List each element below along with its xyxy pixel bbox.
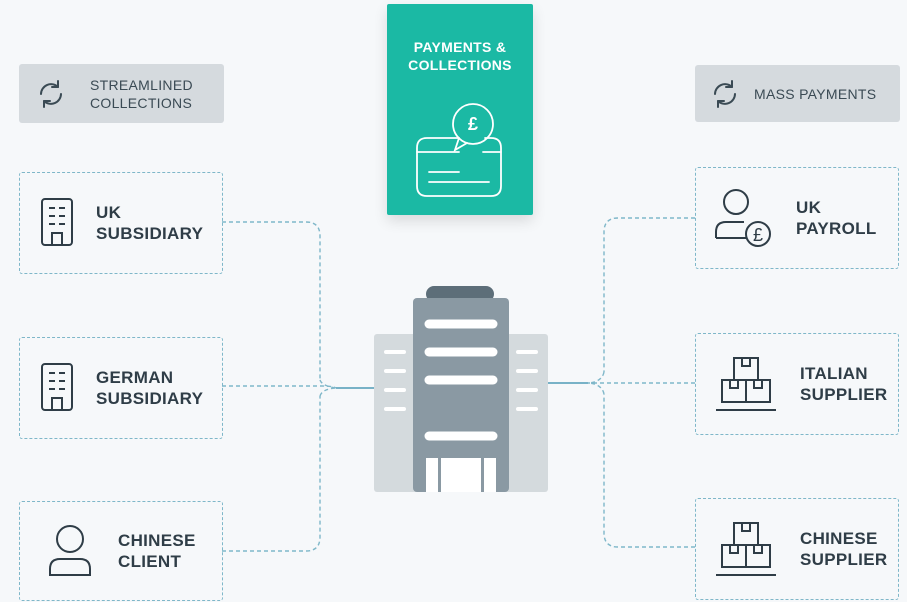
connector-uk-payroll bbox=[603, 217, 695, 372]
person-pound-icon: £ bbox=[715, 189, 771, 247]
person-icon bbox=[49, 525, 91, 576]
streamlined-collections-tag: STREAMLINED COLLECTIONS bbox=[19, 64, 224, 123]
chinese-supplier-card: CHINESE SUPPLIER bbox=[695, 498, 899, 600]
connector-chinese-supplier bbox=[603, 394, 695, 548]
uk-payroll-card: £ UK PAYROLL bbox=[695, 167, 899, 269]
connector-chinese-client bbox=[222, 396, 321, 552]
connector-uk-subsidiary bbox=[222, 221, 321, 380]
svg-text:£: £ bbox=[468, 114, 478, 134]
boxes-icon bbox=[716, 522, 776, 576]
payments-collections-panel: PAYMENTS & COLLECTIONS £ bbox=[387, 4, 533, 215]
card-payment-icon: £ bbox=[416, 103, 502, 197]
mass-payments-tag: MASS PAYMENTS bbox=[695, 65, 900, 122]
svg-text:£: £ bbox=[753, 225, 763, 245]
office-building-icon bbox=[41, 363, 73, 411]
german-subsidiary-card: GERMAN SUBSIDIARY bbox=[19, 337, 223, 439]
refresh-icon bbox=[40, 79, 62, 108]
boxes-icon bbox=[716, 357, 776, 411]
chinese-client-label: CHINESE CLIENT bbox=[118, 531, 196, 571]
office-building-icon bbox=[41, 198, 73, 246]
uk-subsidiary-card: UK SUBSIDIARY bbox=[19, 172, 223, 274]
payments-collections-title: PAYMENTS & COLLECTIONS bbox=[408, 39, 512, 73]
chinese-supplier-label: CHINESE SUPPLIER bbox=[800, 529, 888, 569]
german-subsidiary-label: GERMAN SUBSIDIARY bbox=[96, 368, 204, 408]
chinese-client-card: CHINESE CLIENT bbox=[19, 501, 223, 601]
italian-supplier-label: ITALIAN SUPPLIER bbox=[800, 364, 888, 404]
uk-subsidiary-label: UK SUBSIDIARY bbox=[96, 203, 204, 243]
italian-supplier-card: ITALIAN SUPPLIER bbox=[695, 333, 899, 435]
refresh-icon bbox=[714, 79, 736, 108]
uk-payroll-label: UK PAYROLL bbox=[796, 198, 877, 238]
